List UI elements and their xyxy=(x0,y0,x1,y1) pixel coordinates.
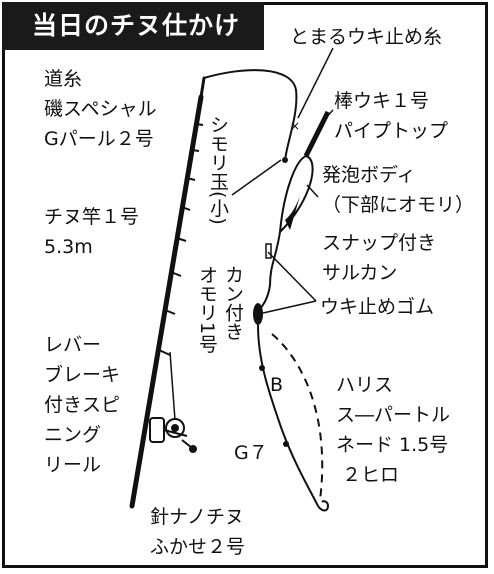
rod-tip xyxy=(199,76,206,99)
shot-g7 xyxy=(283,441,289,447)
harisu-length-dash xyxy=(271,333,324,501)
label-float-body: 発泡ボディ （下部にオモリ） xyxy=(322,160,474,220)
label-float-1: 棒ウキ１号 xyxy=(334,90,430,112)
rubber-stopper xyxy=(253,303,263,325)
hook-icon xyxy=(317,500,330,512)
label-hook: 針ナノチヌ ふかせ２号 xyxy=(150,502,245,562)
rod-lower xyxy=(129,94,204,509)
label-reel-4: ニング xyxy=(44,424,102,446)
diagram-title: 当日のチヌ仕かけ xyxy=(2,2,264,50)
leader-lines xyxy=(231,47,334,314)
float-weight xyxy=(285,196,300,230)
snap-swivel xyxy=(265,243,272,259)
label-main-line-3: Gパール２号 xyxy=(44,128,154,150)
label-kan: カン付き xyxy=(222,265,244,341)
label-main-line: 道糸 磯スペシャル Gパール２号 xyxy=(44,64,157,154)
reel-line xyxy=(169,351,176,421)
label-reel: レバー ブレーキ 付きスピ ニング リール xyxy=(44,330,120,480)
label-snap-swivel: スナップ付き サルカン xyxy=(322,228,436,288)
label-harisu: ハリス ス―パートル ネード 1.5号 ２ヒロ xyxy=(336,370,450,490)
label-shot-b: B xyxy=(270,374,284,396)
label-float-2: パイプトップ xyxy=(334,120,449,142)
label-reel-5: リール xyxy=(44,454,102,476)
label-shimori-bead: シモリ玉(小) xyxy=(207,115,229,225)
label-sinker: オモリ1号 xyxy=(196,265,218,354)
label-hook-2: ふかせ２号 xyxy=(150,536,246,558)
label-rubber-stopper: ウキ止めゴム xyxy=(320,296,435,318)
label-harisu-2: ス―パートル xyxy=(336,404,451,426)
label-main-line-2: 磯スペシャル xyxy=(44,98,157,120)
label-rod-1: チヌ竿１号 xyxy=(44,206,140,228)
label-hook-1: 針ナノチヌ xyxy=(150,506,245,528)
label-harisu-3: ネード 1.5号 xyxy=(336,434,449,456)
label-reel-2: ブレーキ xyxy=(44,364,121,386)
label-main-line-1: 道糸 xyxy=(44,68,83,90)
label-reel-3: 付きスピ xyxy=(44,394,121,416)
label-float-3: 発泡ボディ xyxy=(322,164,416,186)
line-to-swivel xyxy=(257,231,281,313)
shimori-bead xyxy=(282,157,288,163)
float-stop-knot: × xyxy=(290,119,300,133)
label-float: 棒ウキ１号 パイプトップ xyxy=(334,86,448,146)
rod-guides xyxy=(158,123,204,356)
label-harisu-1: ハリス xyxy=(336,374,394,396)
label-snap-2: サルカン xyxy=(322,262,398,284)
label-rod: チヌ竿１号 5.3m xyxy=(44,202,139,262)
label-rod-2: 5.3m xyxy=(44,236,93,258)
label-reel-1: レバー xyxy=(44,334,102,356)
label-float-stop-thread: とまるウキ止め糸 xyxy=(290,26,443,48)
harisu-line xyxy=(257,324,319,507)
label-snap-1: スナップ付き xyxy=(322,232,437,254)
label-shot-g7: G７ xyxy=(234,442,268,464)
label-harisu-4: ２ヒロ xyxy=(342,464,400,486)
reel-icon xyxy=(149,417,197,453)
label-float-4: （下部にオモリ） xyxy=(322,194,475,216)
float-body xyxy=(278,154,314,235)
shot-b xyxy=(259,365,265,371)
main-line xyxy=(203,69,298,163)
